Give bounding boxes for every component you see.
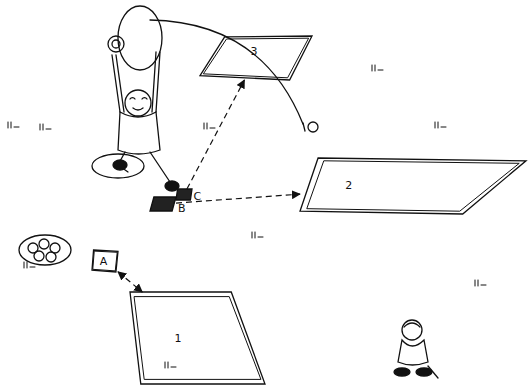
outline [300, 158, 526, 214]
outline [130, 292, 265, 384]
arm [112, 52, 160, 112]
throw-direction [176, 194, 300, 203]
throw-direction [118, 272, 142, 292]
step-mark: C [176, 189, 192, 200]
zone-label: 2 [345, 180, 352, 191]
target-zone: 3 [200, 36, 312, 80]
arm [428, 366, 438, 378]
zone-label: B [178, 203, 186, 214]
hair [404, 323, 420, 327]
trajectory [150, 20, 303, 124]
zone-label: 1 [175, 333, 182, 344]
ball [108, 36, 124, 52]
target-zone: 1 [130, 292, 265, 384]
zone-label: C [194, 191, 202, 202]
ball [308, 122, 318, 132]
outline [150, 197, 176, 211]
body [118, 112, 160, 154]
zone-label: 3 [250, 46, 257, 57]
zone-label: A [100, 256, 108, 267]
basket [19, 235, 71, 265]
target-zone: 2 [300, 158, 526, 214]
shoe [113, 160, 127, 170]
body [398, 340, 428, 365]
outline [176, 189, 192, 200]
shoe [394, 368, 410, 376]
ball [34, 251, 44, 261]
outline [200, 36, 312, 80]
head [402, 320, 422, 340]
throw-direction [187, 80, 244, 189]
ball [39, 239, 49, 249]
arm [116, 52, 156, 112]
ball [303, 123, 305, 131]
shoe [416, 368, 432, 376]
head [125, 90, 151, 116]
ball [46, 252, 56, 262]
face [130, 98, 147, 110]
step-mark: B [150, 197, 176, 211]
start-square: A [92, 250, 118, 272]
ball [112, 40, 120, 48]
grass [8, 65, 486, 368]
shadow [92, 154, 144, 178]
